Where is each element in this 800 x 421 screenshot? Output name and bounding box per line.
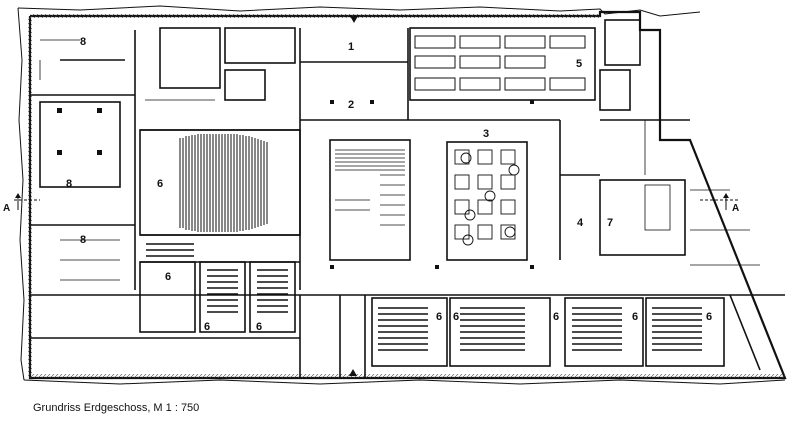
room-label-6-b: 6 [256, 321, 262, 333]
room-label-6-hall: 6 [157, 178, 163, 190]
interior-walls [30, 19, 785, 378]
classroom-desks-5 [414, 35, 586, 91]
auditorium-seating [179, 134, 268, 232]
room-label-8-b: 8 [66, 178, 72, 190]
room-label-6-e: 6 [553, 311, 559, 323]
room-label-6-c: 6 [436, 311, 442, 323]
room-label-1: 1 [348, 41, 354, 53]
room-label-7: 7 [607, 217, 613, 229]
entrance-marker-top [350, 16, 358, 23]
atrium-stairs [335, 149, 405, 226]
lecture-seating [146, 243, 702, 351]
room-label-8-c: 8 [80, 234, 86, 246]
room-label-6-a: 6 [204, 321, 210, 333]
room-labels: 1 2 3 4 5 6 6 6 6 6 6 6 6 6 7 8 8 8 [66, 36, 712, 333]
room-label-2: 2 [348, 99, 354, 111]
entrance-marker-bottom [349, 369, 357, 376]
room-label-6-small: 6 [165, 271, 171, 283]
room-label-6-d: 6 [453, 311, 459, 323]
room-3-furniture [454, 149, 520, 246]
section-label-right: A [732, 203, 739, 214]
room-label-3: 3 [483, 128, 489, 140]
room-label-8-a: 8 [80, 36, 86, 48]
wall-hatch [28, 14, 785, 378]
room-label-6-f: 6 [632, 311, 638, 323]
minor-partitions [39, 39, 760, 281]
section-marker-left: A [3, 193, 40, 214]
room-label-6-g: 6 [706, 311, 712, 323]
section-marker-right: A [700, 193, 740, 214]
plan-caption: Grundriss Erdgeschoss, M 1 : 750 [33, 402, 200, 414]
room-label-4: 4 [577, 217, 584, 229]
section-label-left: A [3, 203, 10, 214]
site-boundary [17, 5, 786, 385]
room-label-5: 5 [576, 58, 582, 70]
columns [57, 100, 534, 269]
